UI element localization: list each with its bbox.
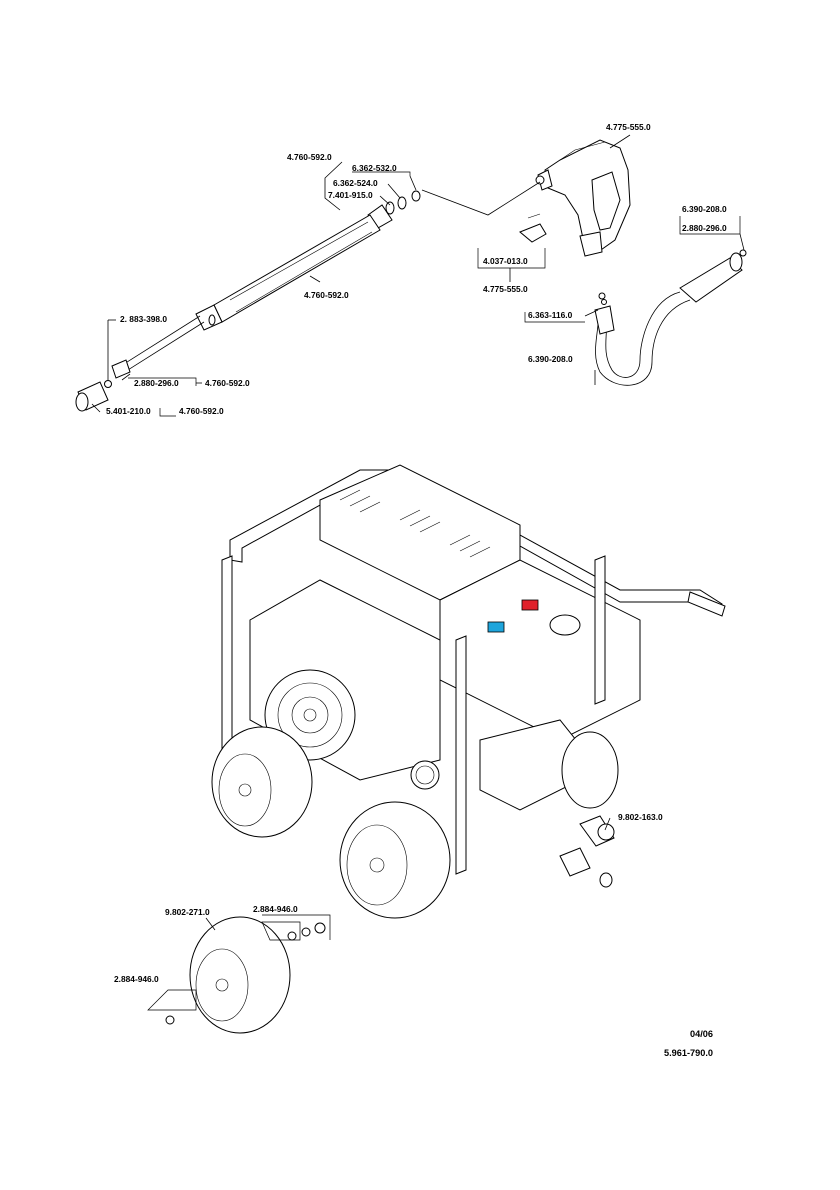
label-hose: 6.390-208.0 [528,354,573,364]
label-hose-grip: 6.390-208.0 [682,204,727,214]
label-nozzle-oring-ref: 4.760-592.0 [205,378,250,388]
nozzle-parts [75,359,131,412]
part-labels: 4.775-555.0 4.760-592.0 6.362-532.0 6.36… [106,122,727,984]
spray-gun [535,139,631,257]
exploded-wheel [165,916,326,1034]
trigger-lock-part [519,213,547,243]
label-nozzle-ref: 4.760-592.0 [179,406,224,416]
footer-doc-number: 5.961-790.0 [664,1048,713,1058]
label-pipe: 2. 883-398.0 [120,314,167,324]
label-nozzle-oring: 2.880-296.0 [134,378,179,388]
label-seal-a: 6.362-532.0 [352,163,397,173]
label-wheel-kit-bottom: 2.884-946.0 [114,974,159,984]
label-oring: 7.401-915.0 [328,190,373,200]
label-trigger-lock-ref: 4.775-555.0 [483,284,528,294]
label-hose-oring: 2.880-296.0 [682,223,727,233]
label-trigger-lock: 4.037-013.0 [483,256,528,266]
footer-date: 04/06 [690,1029,713,1039]
footer: 04/06 5.961-790.0 [664,1029,713,1058]
inlet-fitting-parts [559,815,615,888]
label-wheel: 9.802-271.0 [165,907,210,917]
wheel-rear-left [211,726,313,838]
leader-lines [91,134,745,1011]
label-lance-mid: 4.760-592.0 [304,290,349,300]
label-hose-seal: 6.363-116.0 [528,310,573,320]
wheel-rear-right [561,731,619,809]
wheel-front-left [339,801,451,919]
pressure-washer-machine [221,464,726,875]
spray-lance [115,190,421,376]
hose-assembly [594,249,747,386]
label-seal-b: 6.362-524.0 [333,178,378,188]
label-lance-top: 4.760-592.0 [287,152,332,162]
label-inlet-fitting: 9.802-163.0 [618,812,663,822]
label-wheel-kit-top: 2.884-946.0 [253,904,298,914]
label-nozzle: 5.401-210.0 [106,406,151,416]
label-gun: 4.775-555.0 [606,122,651,132]
